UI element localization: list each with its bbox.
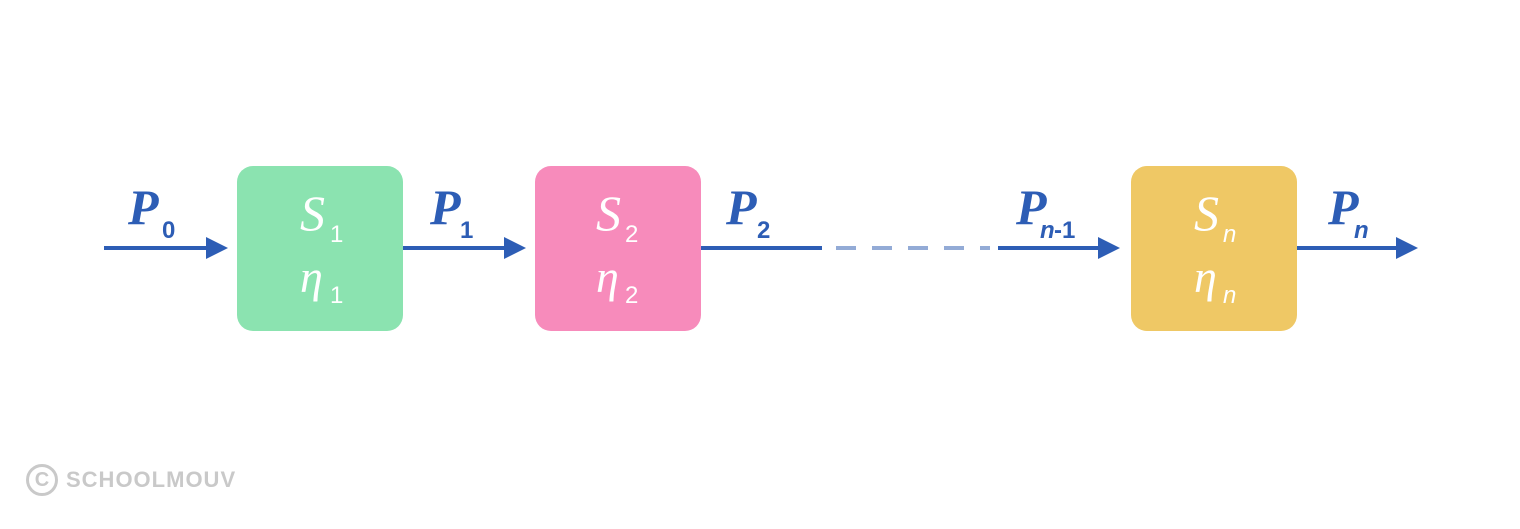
block-sn: S n η n xyxy=(1131,166,1297,331)
power-label-pn: P n xyxy=(1327,179,1369,244)
power-pn-index: n xyxy=(1354,217,1369,244)
power-pn-minus-1-index-italic: n xyxy=(1040,217,1055,244)
output-arrow-head xyxy=(1396,237,1418,259)
power-pn-minus-1-letter: P xyxy=(1015,179,1047,235)
block-s1-letter: S xyxy=(300,185,325,241)
block-s1-efficiency-letter: η xyxy=(300,251,323,302)
power-p1-index: 1 xyxy=(460,217,473,244)
power-label-p2: P 2 xyxy=(725,179,770,244)
arrow-into-sn-head xyxy=(1098,237,1120,259)
block-s2-efficiency-letter: η xyxy=(596,251,619,302)
block-sn-efficiency-index: n xyxy=(1223,282,1236,309)
schoolmouv-watermark: C SCHOOLMOUV xyxy=(26,464,236,496)
input-arrow-head xyxy=(206,237,228,259)
block-sn-index: n xyxy=(1223,221,1236,248)
arrow-s1-to-s2-head xyxy=(504,237,526,259)
power-label-p1: P 1 xyxy=(429,179,473,244)
block-s1-efficiency-index: 1 xyxy=(330,282,343,309)
block-s2: S 2 η 2 xyxy=(535,166,701,331)
block-s2-efficiency-index: 2 xyxy=(625,282,638,309)
power-pn-letter: P xyxy=(1327,179,1359,235)
block-sn-letter: S xyxy=(1194,185,1219,241)
power-p0-index: 0 xyxy=(162,217,175,244)
power-p2-letter: P xyxy=(725,179,757,235)
copyright-icon: C xyxy=(26,464,58,496)
power-pn-minus-1-index-suffix: -1 xyxy=(1054,217,1075,244)
power-label-pn-minus-1: P n -1 xyxy=(1015,179,1075,244)
block-s2-letter: S xyxy=(596,185,621,241)
power-label-p0: P 0 xyxy=(127,179,175,244)
power-p1-letter: P xyxy=(429,179,461,235)
watermark-text: SCHOOLMOUV xyxy=(66,467,237,492)
block-s1: S 1 η 1 xyxy=(237,166,403,331)
block-sn-efficiency-letter: η xyxy=(1194,251,1217,302)
power-p2-index: 2 xyxy=(757,217,770,244)
power-p0-letter: P xyxy=(127,179,159,235)
block-s2-index: 2 xyxy=(625,221,638,248)
block-s1-index: 1 xyxy=(330,221,343,248)
